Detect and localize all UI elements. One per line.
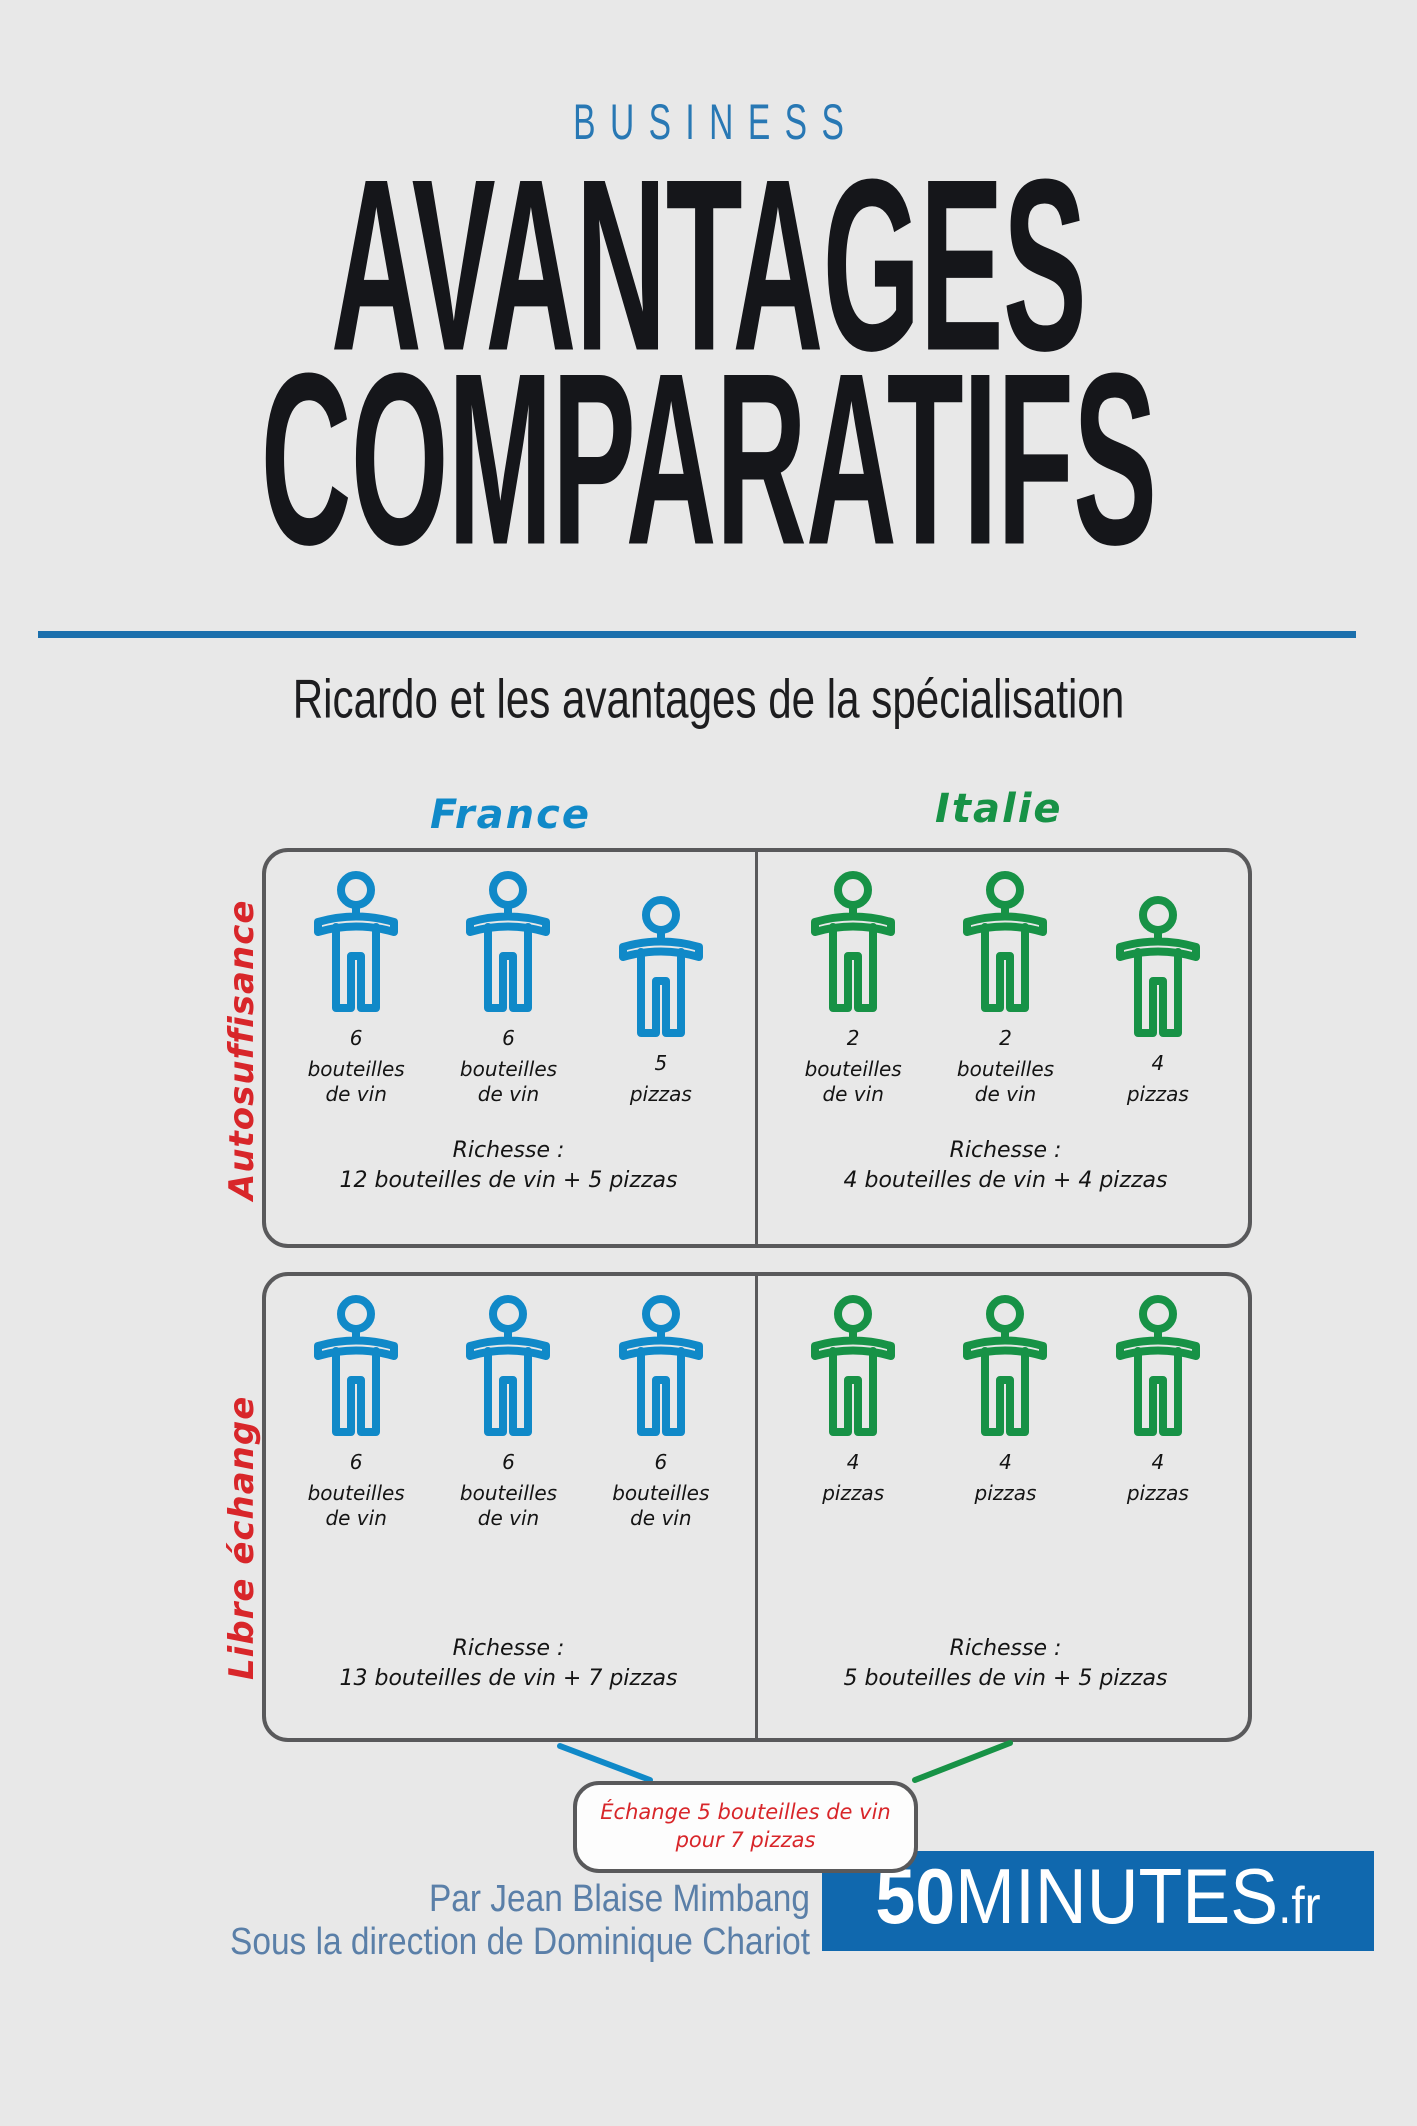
richesse-label: Richesse :	[949, 1138, 1062, 1163]
richesse-label: Richesse :	[452, 1138, 565, 1163]
figure-count: 6	[502, 1026, 515, 1050]
column-label-italie: Italie	[935, 786, 1063, 832]
figure-group: 6 bouteilles de vin 6 bouteilles de	[262, 1272, 755, 1531]
richesse-value: 4 bouteilles de vin + 4 pizzas	[843, 1168, 1168, 1193]
figure-count: 4	[999, 1450, 1012, 1474]
figure-count: 4	[846, 1450, 860, 1474]
figure-item-label: bouteilles de vin	[459, 1057, 558, 1106]
cell-libre-echange-france: 6 bouteilles de vin 6 bouteilles de	[262, 1272, 755, 1691]
figure-item: 4 pizzas	[931, 1294, 1079, 1506]
figure-item-label: pizzas	[822, 1481, 885, 1505]
figure-group: 2 bouteilles de vin 2 bouteilles de	[759, 848, 1252, 1107]
figure-item-label: pizzas	[629, 1082, 692, 1106]
figure-item-label: pizzas	[1126, 1481, 1189, 1505]
person-icon	[466, 1295, 551, 1436]
figure-item: 4 pizzas	[779, 1294, 927, 1506]
richesse-value: 5 bouteilles de vin + 5 pizzas	[843, 1666, 1168, 1691]
figure-item: 4 pizzas	[1084, 1294, 1232, 1506]
person-icon	[618, 896, 703, 1037]
figure-item-label: bouteilles de vin	[307, 1481, 405, 1530]
person-icon	[811, 871, 896, 1012]
comparative-advantage-infographic: France Italie Autosuffisance Libre échan…	[0, 780, 1417, 1873]
author-line-1: Par Jean Blaise Mimbang	[428, 1878, 810, 1920]
logo-word: MINUTES	[955, 1852, 1279, 1940]
person-icon	[963, 871, 1048, 1012]
cell-autosuffisance-france: 6 bouteilles de vin 6 bouteilles de	[262, 848, 755, 1193]
figure-item-label: bouteilles de vin	[459, 1481, 558, 1530]
figure-item: 2 bouteilles de vin	[931, 870, 1079, 1107]
richesse-block: Richesse : 13 bouteilles de vin + 7 pizz…	[262, 1634, 755, 1694]
person-icon	[1115, 1295, 1200, 1436]
figure-count: 6	[654, 1450, 668, 1474]
richesse-value: 12 bouteilles de vin + 5 pizzas	[339, 1168, 678, 1193]
figure-item-label: bouteilles de vin	[804, 1057, 902, 1106]
figure-item: 4 pizzas	[1084, 895, 1232, 1107]
category-kicker: BUSINESS	[573, 93, 859, 150]
figure-item-label: bouteilles de vin	[956, 1057, 1055, 1106]
row-label-autosuffisance: Autosuffisance	[222, 899, 262, 1200]
panel-divider-bottom	[755, 1274, 758, 1740]
logo-tld: .fr	[1278, 1877, 1321, 1935]
book-title: AVANTAGES COMPARATIFS	[0, 129, 1417, 583]
exchange-callout: Échange 5 bouteilles de vin pour 7 pizza…	[573, 1781, 918, 1873]
richesse-label: Richesse :	[949, 1636, 1062, 1661]
cell-autosuffisance-italie: 2 bouteilles de vin 2 bouteilles de	[759, 848, 1252, 1193]
person-icon	[466, 871, 551, 1012]
person-icon	[1115, 896, 1200, 1037]
figure-item: 6 bouteilles de vin	[282, 870, 430, 1107]
author-credits: Par Jean Blaise Mimbang Sous la directio…	[159, 1878, 810, 1964]
figure-group: 6 bouteilles de vin 6 bouteilles de	[262, 848, 755, 1107]
figure-item: 6 bouteilles de vin	[434, 1294, 582, 1531]
person-icon	[314, 871, 399, 1012]
richesse-block: Richesse : 4 bouteilles de vin + 4 pizza…	[759, 1136, 1252, 1196]
person-icon	[811, 1295, 896, 1436]
column-label-france: France	[430, 792, 591, 838]
figure-count: 6	[502, 1450, 515, 1474]
figure-count: 5	[654, 1051, 668, 1075]
figure-count: 2	[999, 1026, 1012, 1050]
figure-count: 4	[1151, 1051, 1165, 1075]
figure-item-label: pizzas	[1126, 1082, 1189, 1106]
person-icon	[314, 1295, 399, 1436]
infographic-grid: 6 bouteilles de vin 6 bouteilles de	[262, 848, 1252, 1748]
person-icon	[963, 1295, 1048, 1436]
title-line-2: COMPARATIFS	[260, 323, 1157, 597]
figure-count: 2	[846, 1026, 860, 1050]
person-icon	[618, 1295, 703, 1436]
arrow-france-to-box	[557, 1743, 653, 1783]
arrow-italie-to-box	[912, 1740, 1013, 1783]
exchange-line-2: pour 7 pizzas	[675, 1828, 816, 1852]
figure-item: 5 pizzas	[587, 895, 735, 1107]
figure-count: 4	[1151, 1450, 1165, 1474]
richesse-label: Richesse :	[452, 1636, 565, 1661]
title-divider-rule	[38, 631, 1356, 638]
richesse-block: Richesse : 5 bouteilles de vin + 5 pizza…	[759, 1634, 1252, 1694]
figure-group: 4 pizzas 4 pizzas	[759, 1272, 1252, 1506]
figure-item: 6 bouteilles de vin	[434, 870, 582, 1107]
title-line-1: AVANTAGES	[330, 129, 1087, 403]
richesse-value: 13 bouteilles de vin + 7 pizzas	[339, 1666, 678, 1691]
figure-item: 2 bouteilles de vin	[779, 870, 927, 1107]
figure-count: 6	[349, 1026, 363, 1050]
author-line-2: Sous la direction de Dominique Chariot	[230, 1921, 810, 1963]
figure-item: 6 bouteilles de vin	[282, 1294, 430, 1531]
panel-divider-top	[755, 850, 758, 1246]
figure-item-label: bouteilles de vin	[612, 1481, 710, 1530]
figure-count: 6	[349, 1450, 363, 1474]
publisher-logo-text: 50MINUTES.fr	[875, 1857, 1320, 1945]
figure-item: 6 bouteilles de vin	[587, 1294, 735, 1531]
richesse-block: Richesse : 12 bouteilles de vin + 5 pizz…	[262, 1136, 755, 1196]
cell-libre-echange-italie: 4 pizzas 4 pizzas	[759, 1272, 1252, 1691]
exchange-line-1: Échange 5 bouteilles de vin	[600, 1800, 891, 1824]
row-label-libre-echange: Libre échange	[222, 1395, 262, 1680]
figure-item-label: bouteilles de vin	[307, 1057, 405, 1106]
book-subtitle: Ricardo et les avantages de la spécialis…	[292, 669, 1125, 730]
figure-item-label: pizzas	[974, 1481, 1037, 1505]
